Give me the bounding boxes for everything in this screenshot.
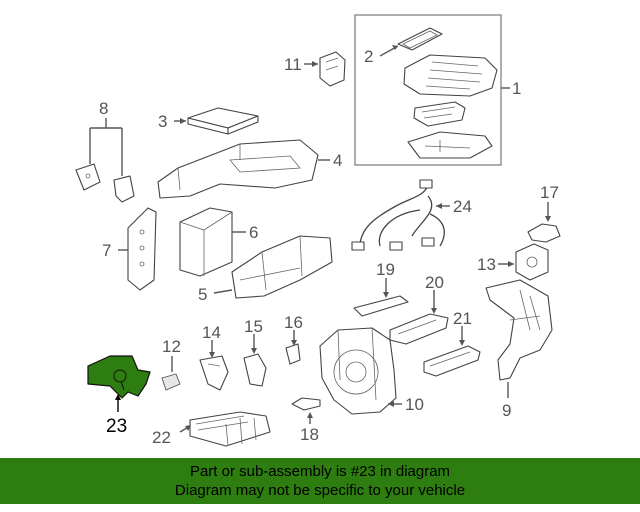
part-21-door[interactable] xyxy=(423,345,481,377)
callout-2: 2 xyxy=(364,47,373,66)
part-14-duct[interactable] xyxy=(199,355,229,391)
callout-3: 3 xyxy=(158,112,167,131)
banner-line-2: Diagram may not be specific to your vehi… xyxy=(174,482,466,499)
part-11-actuator[interactable] xyxy=(319,51,346,87)
part-13-actuator[interactable] xyxy=(515,243,549,281)
part-19-seal[interactable] xyxy=(353,295,409,317)
part-8-clips[interactable] xyxy=(75,163,135,203)
part-7-seal[interactable] xyxy=(127,207,157,291)
callout-23: 23 xyxy=(106,416,127,437)
callout-13: 13 xyxy=(477,255,496,274)
callout-15: 15 xyxy=(244,317,263,336)
part-1-blower-assembly[interactable] xyxy=(354,14,502,166)
part-6-control-module[interactable] xyxy=(179,207,233,277)
callout-21: 21 xyxy=(453,309,472,328)
part-18-sensor[interactable] xyxy=(291,397,321,411)
callout-20: 20 xyxy=(425,273,444,292)
callout-22: 22 xyxy=(152,428,171,447)
callout-1: 1 xyxy=(512,79,521,98)
part-9-duct[interactable] xyxy=(485,279,553,381)
callout-9: 9 xyxy=(502,401,511,420)
part-23-highlighted-duct[interactable] xyxy=(87,355,151,399)
part-5-housing[interactable] xyxy=(231,235,333,299)
callout-10: 10 xyxy=(405,395,424,414)
callout-5: 5 xyxy=(198,285,207,304)
callout-7: 7 xyxy=(102,241,111,260)
part-24-wiring-harness[interactable] xyxy=(351,179,445,251)
part-16-clip[interactable] xyxy=(285,343,301,365)
part-17-sensor[interactable] xyxy=(527,223,561,243)
part-22-heater-core[interactable] xyxy=(189,411,271,447)
callout-14: 14 xyxy=(202,323,221,342)
part-20-door[interactable] xyxy=(389,313,449,345)
part-15-duct[interactable] xyxy=(243,353,267,387)
info-banner: Part or sub-assembly is #23 in diagram D… xyxy=(0,458,640,504)
part-3-cabin-filter[interactable] xyxy=(187,107,259,135)
callout-24: 24 xyxy=(453,197,472,216)
callout-11: 11 xyxy=(284,55,302,74)
callout-12: 12 xyxy=(162,337,181,356)
part-12-resistor[interactable] xyxy=(161,373,181,391)
callout-18: 18 xyxy=(300,425,319,444)
callout-8: 8 xyxy=(99,99,108,118)
callout-19: 19 xyxy=(376,260,395,279)
part-4-upper-case[interactable] xyxy=(157,139,319,199)
banner-line-1: Part or sub-assembly is #23 in diagram xyxy=(189,463,451,480)
callout-4: 4 xyxy=(333,151,342,170)
part-2-filter-door[interactable] xyxy=(397,27,443,51)
part-10-blower-case[interactable] xyxy=(319,327,397,415)
callout-17: 17 xyxy=(540,183,559,202)
callout-16: 16 xyxy=(284,313,303,332)
callout-6: 6 xyxy=(249,223,258,242)
